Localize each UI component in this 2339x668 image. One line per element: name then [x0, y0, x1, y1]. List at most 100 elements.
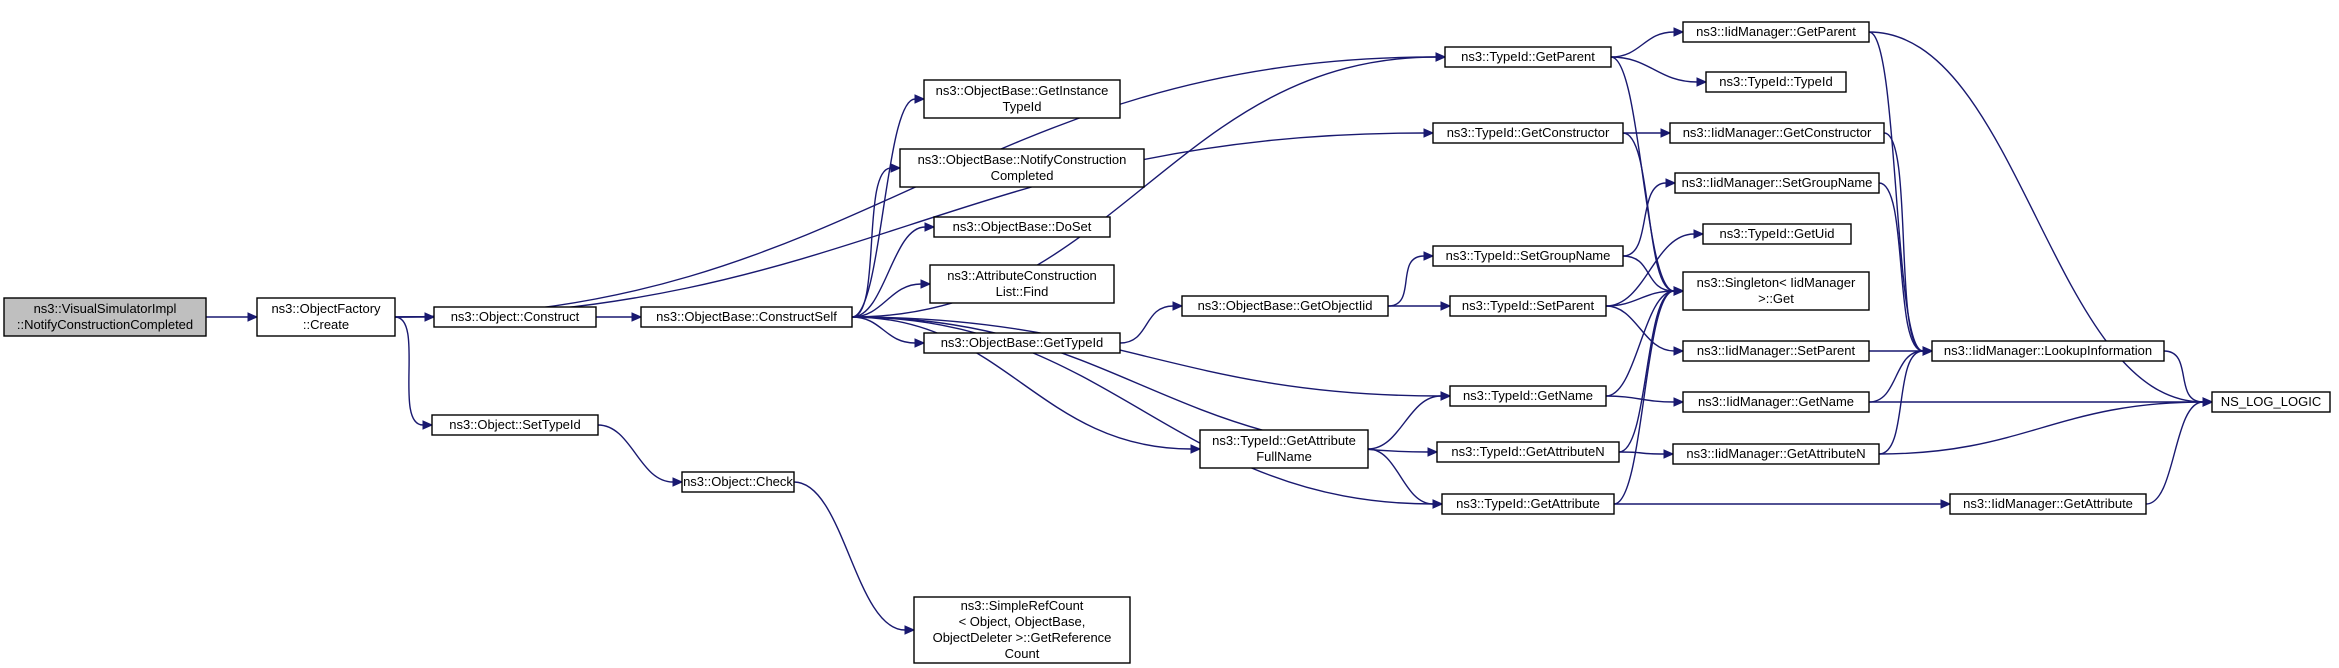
arrowhead	[1693, 229, 1705, 239]
node-label: ns3::SimpleRefCount	[961, 598, 1084, 613]
function-node[interactable]: ns3::TypeId::TypeId	[1705, 71, 1847, 93]
call-edge	[1883, 132, 1934, 356]
node-box	[1432, 245, 1624, 267]
edge-line	[2163, 350, 2204, 403]
node-label: ns3::ObjectBase::NotifyConstruction	[918, 152, 1127, 167]
function-node[interactable]: ns3::TypeId::SetParent	[1449, 295, 1607, 317]
function-node[interactable]: ns3::IidManager::GetAttribute	[1949, 493, 2147, 515]
function-node[interactable]: ns3::ObjectBase::NotifyConstructionCompl…	[899, 148, 1145, 188]
call-edge	[851, 279, 932, 318]
function-node[interactable]: ns3::IidManager::GetParent	[1682, 21, 1870, 43]
node-label: NS_LOG_LOGIC	[2221, 394, 2321, 409]
call-edge	[1367, 448, 1444, 509]
node-box	[929, 264, 1115, 304]
call-edge	[206, 312, 259, 322]
call-edge	[1610, 56, 1708, 87]
edge-line	[1622, 255, 1675, 292]
call-edge	[394, 128, 1435, 318]
call-edge	[1387, 251, 1435, 307]
node-label: ns3::TypeId::GetAttribute	[1456, 496, 1600, 511]
function-node[interactable]: ns3::Object::SetTypeId	[431, 414, 599, 436]
function-node[interactable]: ns3::ObjectBase::ConstructSelf	[640, 306, 853, 328]
node-box	[1705, 71, 1847, 93]
function-node[interactable]: ns3::IidManager::GetConstructor	[1669, 122, 1885, 144]
node-label: ns3::TypeId::SetGroupName	[1446, 248, 1611, 263]
function-node[interactable]: ns3::Object::Check	[681, 471, 795, 493]
function-node[interactable]: ns3::TypeId::GetAttribute	[1441, 493, 1615, 515]
call-edge	[793, 481, 916, 635]
function-node[interactable]: ns3::IidManager::GetAttributeN	[1672, 443, 1880, 465]
function-node[interactable]: ns3::TypeId::SetGroupName	[1432, 245, 1624, 267]
node-label: >::Get	[1758, 291, 1794, 306]
arrowhead	[914, 94, 926, 104]
node-box	[1682, 391, 1870, 413]
arrowhead	[1172, 301, 1184, 311]
edge-line	[1605, 290, 1675, 307]
function-node[interactable]: ns3::TypeId::GetParent	[1444, 46, 1612, 68]
node-box	[1672, 443, 1880, 465]
function-node[interactable]: ns3::ObjectBase::GetObjectIid	[1181, 295, 1389, 317]
call-edge	[394, 316, 434, 430]
node-label: ns3::TypeId::SetParent	[1462, 298, 1595, 313]
function-node[interactable]: ns3::SimpleRefCount< Object, ObjectBase,…	[913, 596, 1131, 664]
arrowhead	[672, 477, 684, 487]
edge-line	[851, 226, 926, 318]
function-node[interactable]: ns3::ObjectBase::GetTypeId	[923, 332, 1121, 354]
node-box	[1181, 295, 1389, 317]
arrowhead	[1940, 499, 1952, 509]
call-edge	[1614, 499, 1952, 509]
function-node[interactable]: ns3::TypeId::GetName	[1449, 385, 1607, 407]
function-node[interactable]: ns3::ObjectFactory::Create	[256, 297, 396, 337]
call-edge	[1605, 395, 1685, 407]
function-node[interactable]: ns3::IidManager::SetGroupName	[1674, 172, 1880, 194]
function-node[interactable]: ns3::TypeId::GetAttributeN	[1436, 441, 1620, 463]
edge-line	[851, 316, 916, 344]
edge-line	[597, 424, 674, 483]
edge-line	[1367, 448, 1434, 505]
node-label: ObjectDeleter >::GetReference	[933, 630, 1112, 645]
node-label: ns3::Object::Check	[683, 474, 793, 489]
node-label: ::NotifyConstructionCompleted	[17, 317, 193, 332]
node-label: ns3::VisualSimulatorImpl	[34, 301, 177, 316]
node-label: List::Find	[996, 284, 1049, 299]
call-edge	[1618, 286, 1685, 453]
call-edge	[1388, 301, 1452, 311]
edge-line	[1367, 395, 1442, 450]
node-box	[1674, 172, 1880, 194]
function-node[interactable]: ns3::IidManager::SetParent	[1682, 340, 1870, 362]
function-node[interactable]: ns3::IidManager::GetName	[1682, 391, 1870, 413]
node-box	[431, 414, 599, 436]
node-box	[1949, 493, 2147, 515]
node-label: ns3::ObjectBase::GetObjectIid	[1198, 298, 1373, 313]
call-edge	[1605, 229, 1705, 307]
node-label: ns3::IidManager::GetAttribute	[1963, 496, 2133, 511]
function-node[interactable]: ns3::ObjectBase::DoSet	[933, 216, 1111, 238]
arrowhead	[1423, 128, 1435, 138]
function-node[interactable]: ns3::TypeId::GetUid	[1702, 223, 1852, 245]
function-node[interactable]: ns3::IidManager::LookupInformation	[1931, 340, 2165, 362]
arrowhead	[914, 338, 926, 348]
arrowhead	[631, 312, 643, 322]
node-label: ns3::TypeId::GetParent	[1461, 49, 1595, 64]
call-edge	[596, 312, 643, 322]
node-label: ns3::ObjectFactory	[271, 301, 381, 316]
node-label: Count	[1005, 646, 1040, 661]
function-node[interactable]: ns3::Object::Construct	[433, 306, 597, 328]
node-box	[1444, 46, 1612, 68]
node-box	[681, 471, 795, 493]
node-box	[923, 79, 1121, 119]
function-node[interactable]: ns3::Singleton< IidManager >::Get	[1682, 271, 1870, 311]
arrowhead	[1435, 52, 1447, 62]
arrowhead	[920, 279, 932, 289]
call-edge	[1618, 449, 1675, 459]
arrowhead	[1190, 444, 1202, 454]
arrowhead	[1922, 346, 1934, 356]
call-edge	[1622, 178, 1677, 257]
call-edge	[851, 94, 926, 318]
function-node[interactable]: ns3::TypeId::GetConstructor	[1432, 122, 1624, 144]
arrowhead	[1432, 499, 1444, 509]
function-node[interactable]: NS_LOG_LOGIC	[2211, 391, 2331, 413]
